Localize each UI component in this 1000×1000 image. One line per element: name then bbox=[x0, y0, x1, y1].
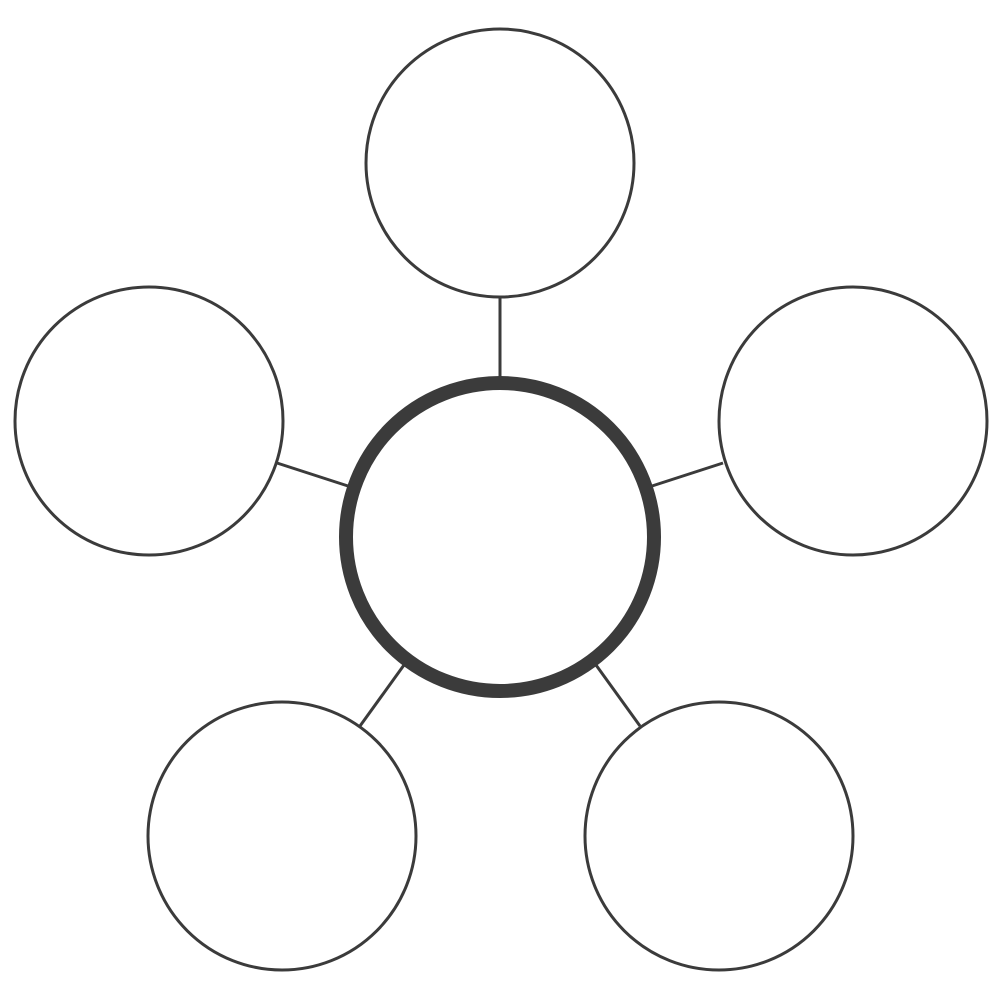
connector-bottom-right bbox=[594, 664, 642, 727]
connector-right bbox=[651, 461, 724, 488]
satellite-node-right bbox=[717, 285, 989, 557]
center-node bbox=[339, 376, 661, 698]
connector-bottom-left bbox=[358, 664, 406, 727]
connector-left bbox=[276, 461, 349, 488]
satellite-node-left bbox=[13, 285, 285, 557]
satellite-node-bottom-left bbox=[146, 700, 418, 972]
satellite-node-bottom-right bbox=[583, 700, 855, 972]
connectors bbox=[276, 296, 724, 727]
satellite-node-top bbox=[364, 27, 636, 299]
